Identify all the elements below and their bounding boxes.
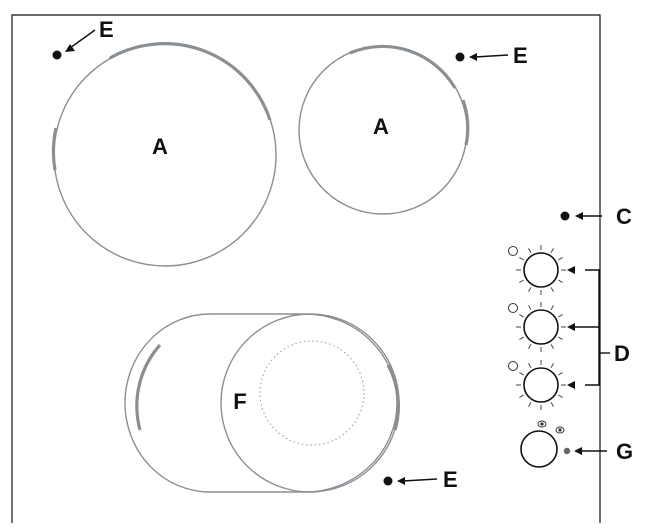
knob-tick <box>528 248 532 253</box>
cooking-zone-medium <box>298 44 470 215</box>
zone-oval-outer <box>124 313 398 493</box>
indicator-light-dot <box>560 211 570 221</box>
zone-medium-rim-mark <box>349 44 457 89</box>
knob-tick <box>558 336 563 340</box>
knob-tick <box>550 287 554 292</box>
control-knobs <box>508 245 566 410</box>
label-corner-bottom-right: E <box>443 467 458 492</box>
zone-oval-core-ring <box>259 340 365 446</box>
control-knob-3[interactable] <box>523 367 559 403</box>
label-dual-knob: G <box>616 439 633 464</box>
control-knob-1[interactable] <box>523 252 559 288</box>
arrow-corner-top-left-head <box>65 44 75 52</box>
dual-zone-icon <box>537 420 571 455</box>
knob-tick <box>519 394 524 398</box>
single-zone-icon <box>508 303 518 313</box>
zone-large-rim-mark <box>109 42 272 121</box>
knob-tick <box>550 402 554 407</box>
corner-dot-bottom-right <box>383 476 393 486</box>
corner-dot-top-right <box>455 52 465 62</box>
knob-tick <box>550 363 554 368</box>
arrow-corner-top-right-head <box>469 53 477 61</box>
knob-tick <box>519 372 524 376</box>
knob-tick <box>550 344 554 349</box>
zone-medium-rim-mark-right <box>461 99 470 146</box>
knob-tick <box>528 344 532 349</box>
knob-tick <box>519 336 524 340</box>
arrow-dual-knob-head <box>574 447 582 455</box>
knob-tick <box>558 279 563 283</box>
label-corner-top-left: E <box>99 17 114 42</box>
label-indicator: C <box>616 204 632 229</box>
control-knob-2[interactable] <box>523 309 559 345</box>
knob-tick <box>550 305 554 310</box>
knobs-bracket-head-middle <box>567 323 575 331</box>
knobs-bracket-head-top <box>567 266 575 274</box>
label-zone-oval: F <box>233 389 246 414</box>
knob-tick <box>558 314 563 318</box>
dual-zone-knob[interactable] <box>520 430 558 468</box>
knob-tick <box>528 287 532 292</box>
knob-tick <box>519 279 524 283</box>
label-corner-top-right: E <box>513 43 528 68</box>
arrow-corner-bottom-right <box>402 478 438 482</box>
knob-tick <box>528 402 532 407</box>
cooktop-panel-edge <box>11 14 601 523</box>
arrow-corner-top-right <box>474 54 509 58</box>
zone-large-rim-mark-left <box>51 127 58 171</box>
label-zone-large: A <box>152 134 168 159</box>
cooking-zone-oval <box>124 313 400 493</box>
knob-tick <box>558 257 563 261</box>
knob-tick <box>558 394 563 398</box>
corner-dot-top-left <box>52 50 62 60</box>
single-zone-icon <box>508 246 518 256</box>
knob-tick <box>528 305 532 310</box>
knob-tick <box>558 372 563 376</box>
knobs-bracket-head-bottom <box>567 381 575 389</box>
label-knobs: D <box>614 341 630 366</box>
arrow-corner-bottom-right-head <box>397 477 405 485</box>
arrow-corner-top-left <box>69 29 96 49</box>
knob-tick <box>528 363 532 368</box>
cooking-zone-large <box>51 42 277 267</box>
knob-tick <box>519 314 524 318</box>
single-zone-icon <box>508 361 518 371</box>
arrow-indicator-head <box>575 212 583 220</box>
zone-oval-inner-ring <box>220 313 400 493</box>
label-zone-medium: A <box>373 114 389 139</box>
knob-tick <box>519 257 524 261</box>
zone-oval-rim-left <box>135 343 162 431</box>
knob-tick <box>550 248 554 253</box>
